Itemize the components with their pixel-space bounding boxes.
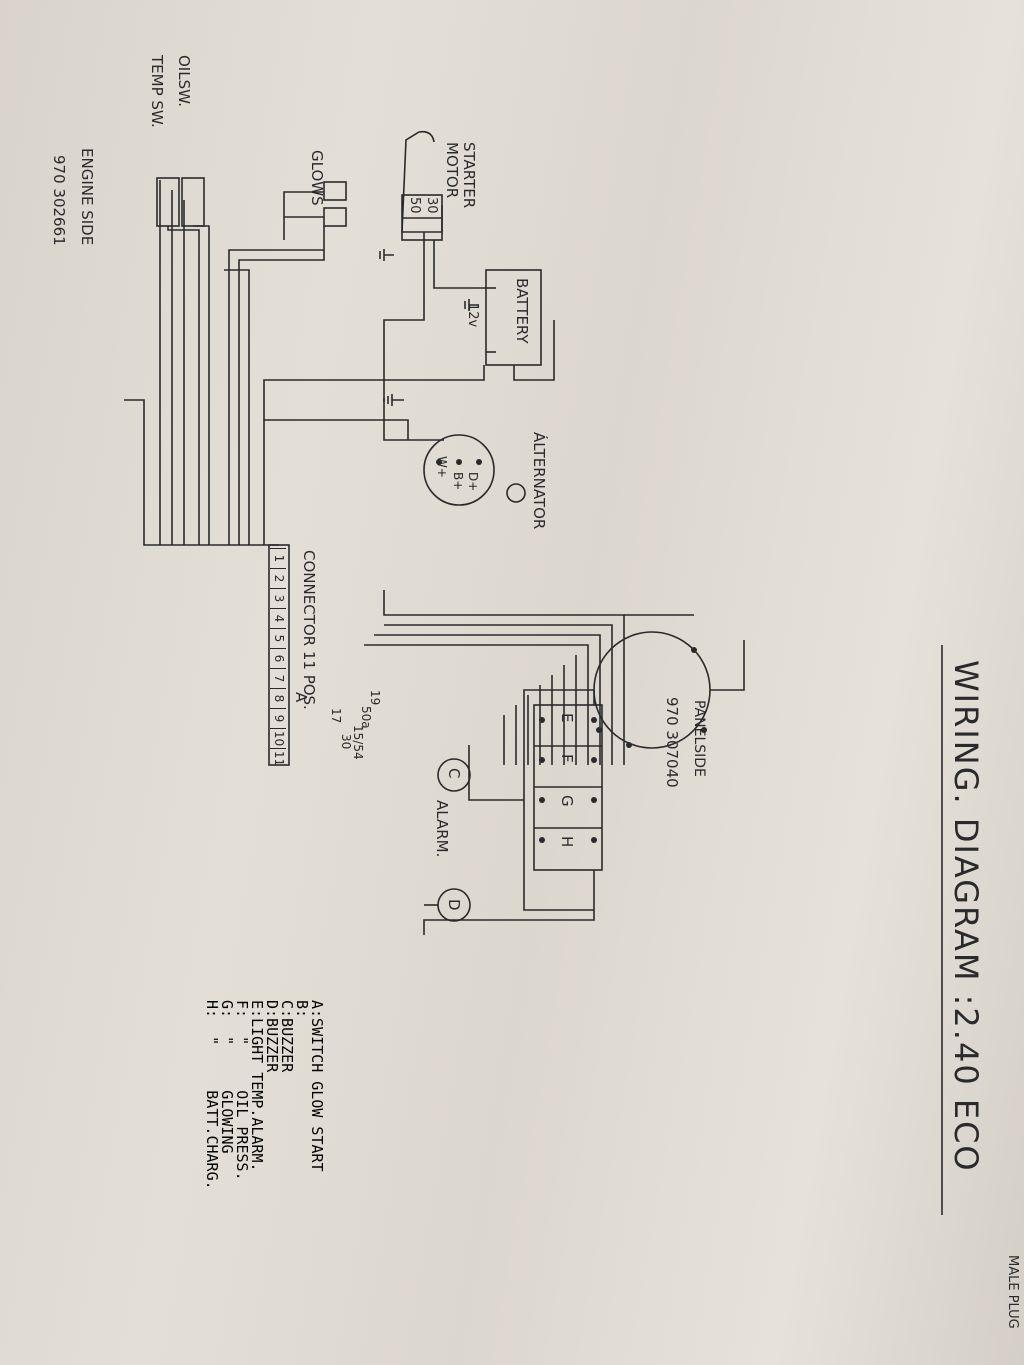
alternator-body [423,434,495,506]
glow-plug-2 [323,207,347,227]
light-e-label: E [558,713,576,723]
switch-a-label: A [292,692,310,703]
legend-item: H: " BATT.CHARG. [203,1000,221,1190]
connector-pin: 5 [270,628,286,648]
panel-side-part-number: 970 307040 [663,697,681,788]
legend-item: A:SWITCH GLOW START [308,1000,326,1172]
connector-pin: 1 [270,548,286,568]
battery-label: BATTERY [513,278,531,344]
connector-pin: 8 [270,688,286,708]
alternator-w-terminal: W+ [435,456,449,478]
legend-item: C:BUZZER [278,1000,296,1073]
panel-side-label: PANELSIDE [691,700,707,777]
temp-switch-label: TEMP SW. [148,55,166,128]
glows-label: GLOWS [308,150,326,206]
alternator-b-terminal: B+ [451,472,465,491]
glow-plug-1 [323,181,347,201]
buzzer-c [437,758,471,792]
engine-side-label: ENGINE SIDE [78,148,96,246]
connector-pin: 11 [270,748,286,768]
starter-terminal-30: 30 [424,197,439,214]
legend-item: D:BUZZER [263,1000,281,1073]
ground-symbols [379,249,479,406]
connector-pin: 10 [270,728,286,748]
oil-switch-box [181,177,205,227]
buzzer-c-label: C [445,768,463,779]
page-title: WIRING. DIAGRAM :2.40 ECO [947,660,985,1173]
light-g-label: G [558,795,576,807]
panel-harness [364,590,745,935]
alternator-d-terminal: D+ [466,472,480,492]
connector-label: CONNECTOR 11 POS. [300,550,318,710]
switch-terminal-19: 19 [368,690,382,706]
connector-pin: 4 [270,608,286,628]
connector-pin: 2 [270,568,286,588]
motor-label: MOTOR [443,142,461,199]
oil-switch-label: OILSW. [175,55,193,107]
buzzer-d-label: D [445,899,463,911]
alternator-label: ÁLTERNATOR [530,432,548,530]
legend-item: E:LIGHT TEMP.ALARM. [248,1000,266,1172]
engine-side-part-number: 970 302661 [50,155,68,246]
starter-label: STARTER [460,142,478,209]
engine-harness [124,180,555,546]
light-h-label: H [558,836,576,848]
switch-terminal-17: 17 [329,708,343,724]
legend-item: F: " OIL PRESS. [233,1000,251,1181]
light-f-label: F [558,754,576,763]
connector-pin: 3 [270,588,286,608]
alternator-pulley [506,483,526,503]
starter-terminal-50: 50 [407,197,422,214]
alarm-label: ALARM. [433,800,451,858]
switch-terminal-30: 30 [339,734,353,750]
connector-pin: 9 [270,708,286,728]
legend-item: B: [293,1000,311,1019]
legend-item: G: " GLOWING [218,1000,236,1154]
switch-terminal-15-54: 15/54 [351,725,365,760]
male-plug-label: MALE PLUG [1005,1255,1020,1329]
connector-pin: 6 [270,648,286,668]
starter-motor-body [401,130,443,233]
terminal-dots [436,459,707,843]
connector-pin: 7 [270,668,286,688]
battery-voltage: 12v [465,303,480,328]
